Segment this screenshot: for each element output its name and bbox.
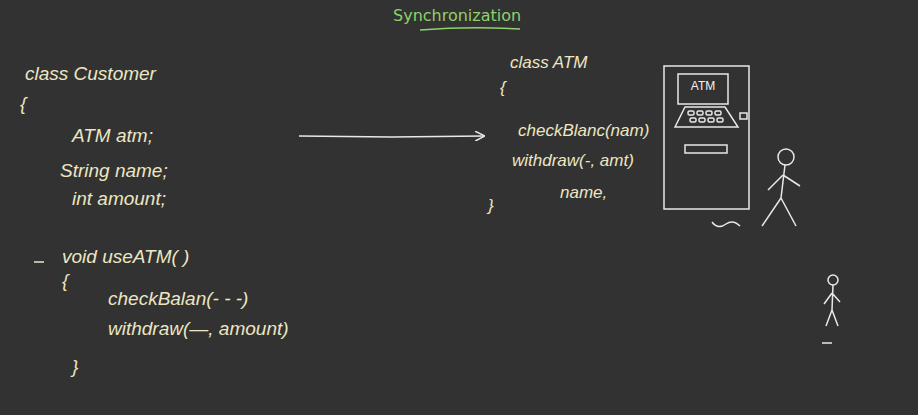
code-line: {: [20, 93, 26, 115]
atm-machine: ATM: [663, 65, 750, 210]
screen-label: ATM: [678, 79, 728, 93]
title-underline: [420, 28, 520, 30]
code-line: name,: [560, 183, 607, 203]
stray-dash: [34, 261, 44, 263]
code-line: withdraw(—, amount): [108, 318, 289, 340]
code-line: String name;: [60, 160, 168, 182]
code-line: checkBlanc(nam): [518, 121, 649, 141]
code-line: {: [62, 270, 68, 292]
code-line: checkBalan(- - -): [108, 288, 248, 310]
code-line: int amount;: [72, 188, 166, 210]
class-code-block: class ATM{ checkBlanc(nam) withdraw(-, amt…: [486, 50, 658, 222]
code-line: class ATM: [510, 53, 587, 73]
code-line: void useATM( ): [62, 246, 189, 268]
class-code-block: class Customer { ATM atm; String name; int a…: [18, 58, 297, 384]
code-line: class Customer: [25, 63, 156, 85]
code-line: ATM atm;: [72, 125, 153, 147]
stick-figure: [822, 275, 840, 343]
code-line: withdraw(-, amt): [512, 151, 634, 171]
code-line: }: [488, 196, 494, 216]
stick-figure: [712, 149, 800, 227]
reference-arrow: [299, 136, 484, 137]
code-line: {: [500, 78, 506, 98]
title: Synchronization: [393, 6, 517, 25]
code-line: }: [72, 356, 78, 378]
